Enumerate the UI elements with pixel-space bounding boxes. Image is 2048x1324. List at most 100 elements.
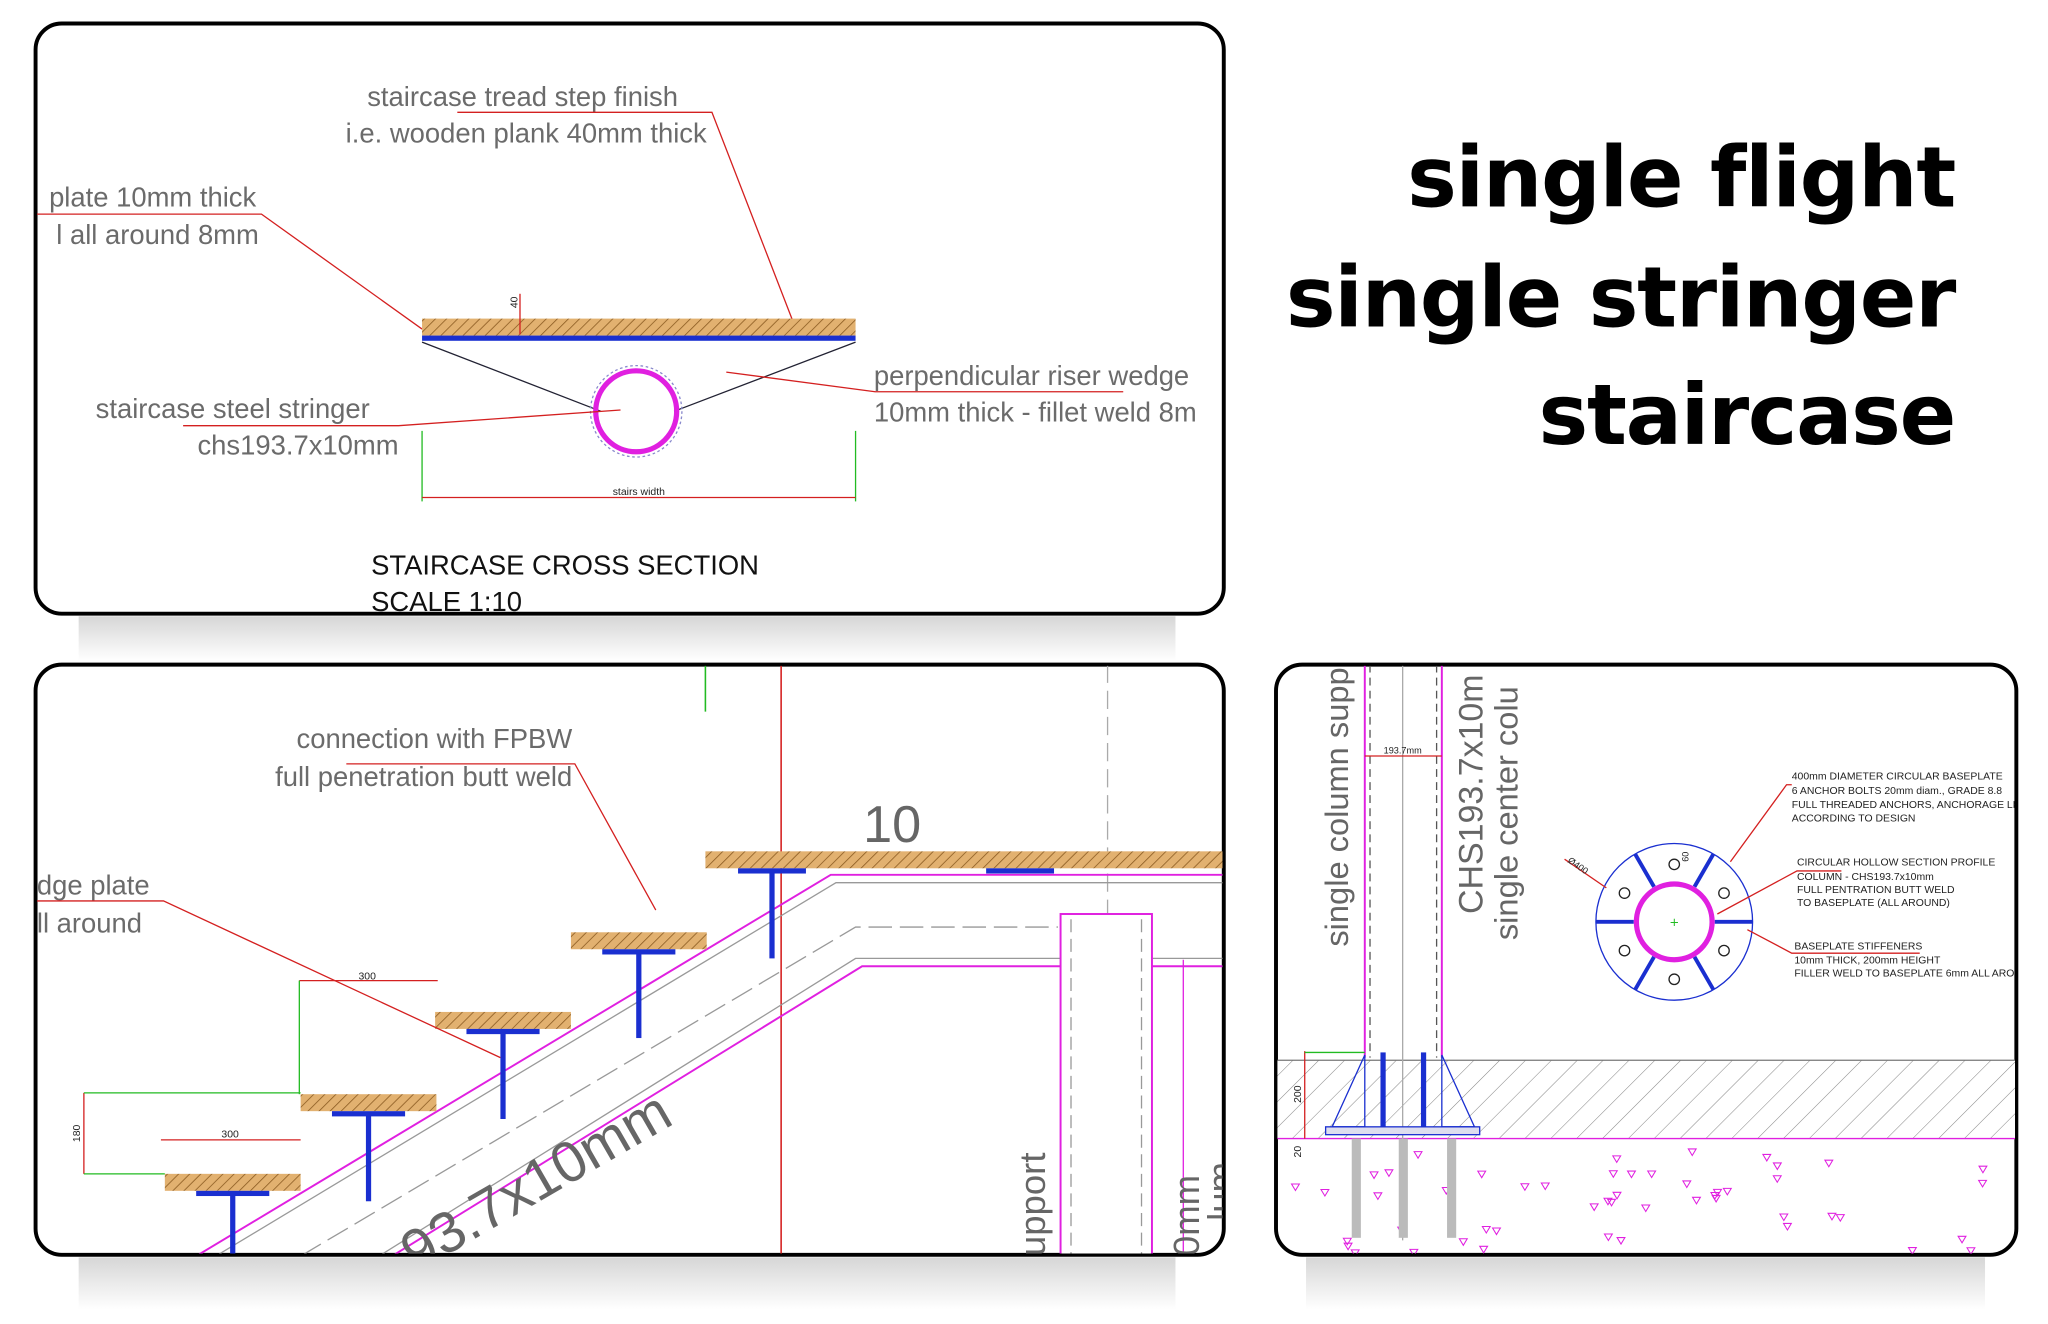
aggregate-mark (1373, 1192, 1383, 1201)
aggregate-mark (1350, 1249, 1361, 1254)
note-line: ACCORDING TO DESIGN (1792, 813, 1916, 824)
aggregate-mark (1616, 1237, 1626, 1246)
anchor-bolt (1351, 1138, 1361, 1238)
anchor-bolt (1447, 1138, 1457, 1238)
stringer-label: staircase steel stringer (96, 393, 370, 424)
tread-plate (986, 868, 1055, 874)
stiffener (1420, 1052, 1427, 1127)
aggregate-mark (1290, 1183, 1301, 1192)
aggregate-mark (1827, 1212, 1837, 1221)
note-line: BASEPLATE STIFFENERS (1794, 941, 1922, 952)
aggregate-mark (1343, 1242, 1353, 1251)
wooden-tread (422, 318, 856, 336)
aggregate-mark (1540, 1182, 1551, 1191)
dim-line (1564, 858, 1607, 889)
stiffener (1441, 1054, 1476, 1128)
leader-line (457, 111, 794, 322)
anchor-bolt-plan (1668, 973, 1681, 986)
column-plan (1633, 881, 1715, 963)
aggregate-mark (1646, 1170, 1657, 1179)
tread-label-sub: i.e. wooden plank 40mm thick (346, 117, 707, 148)
aggregate-mark (1409, 1248, 1419, 1254)
leader-line (1729, 784, 1792, 863)
aggregate-mark (1835, 1214, 1846, 1223)
aggregate-mark (1384, 1169, 1394, 1178)
cross-section-drawing: staircase tread step finish i.e. wooden … (36, 81, 1197, 617)
dim-diameter: 193.7mm (1384, 745, 1422, 755)
stringer-axis (300, 926, 1058, 1254)
panel-shadow (78, 1257, 1176, 1310)
anchor-bolt (1398, 1138, 1408, 1238)
note-line: FULL PENTRATION BUTT WELD (1797, 885, 1955, 896)
aggregate-mark (1481, 1225, 1492, 1235)
landing (705, 851, 1223, 869)
tread-plate (331, 1111, 406, 1117)
riser-label-sub: 10mm thick - fillet weld 8m (874, 397, 1197, 428)
stiffener (1692, 955, 1716, 991)
aggregate-mark (1711, 1194, 1721, 1203)
stiffener (1692, 853, 1716, 888)
aggregate-mark (1478, 1245, 1489, 1254)
aggregate-mark (1978, 1165, 1988, 1174)
dim-going: 300 (221, 1129, 239, 1140)
column-text: lum (1200, 1162, 1241, 1221)
note-line: COLUMN - CHS193.7x10mm (1797, 872, 1934, 883)
aggregate-mark (1778, 1213, 1789, 1222)
aggregate-mark (1761, 1153, 1772, 1162)
aggregate-mark (1589, 1203, 1600, 1212)
aggregate-mark (1342, 1237, 1353, 1246)
aggregate-mark (1611, 1155, 1622, 1164)
aggregate-mark (1823, 1159, 1834, 1168)
anchor-bolt-plan (1618, 887, 1631, 899)
note-line: TO BASEPLATE (ALL AROUND) (1797, 898, 1950, 909)
stiffener (1331, 1054, 1366, 1128)
wedge-label-sub: ll around (37, 907, 142, 938)
tread-plate (196, 1190, 270, 1197)
anchor-bolt-plan (1718, 944, 1730, 957)
anchor-bolt-plan (1668, 858, 1681, 871)
column (1059, 913, 1153, 1254)
tread (164, 1173, 301, 1191)
dim-height: 200 (1293, 1085, 1304, 1103)
riser-post (636, 953, 642, 1039)
aggregate-mark (1772, 1162, 1783, 1171)
column-text: 0mm (1166, 1175, 1207, 1256)
note-line: FILLER WELD TO BASEPLATE 6mm ALL AROUN (1794, 969, 2029, 980)
tread (300, 1094, 437, 1112)
note-line: 6 ANCHOR BOLTS 20mm diam., GRADE 8.8 (1792, 786, 2003, 797)
leader-line (183, 409, 621, 427)
riser-post (230, 1194, 236, 1254)
aggregate-mark (1491, 1227, 1502, 1236)
drawing-scale: SCALE 1:10 (371, 586, 522, 617)
aggregate-mark (1603, 1233, 1614, 1242)
plate-label-sub: l all around 8mm (56, 219, 259, 250)
aggregate-mark (1640, 1204, 1651, 1213)
aggregate-mark (1413, 1151, 1423, 1160)
column-profile-text: CHS193.7x10m (1452, 674, 1490, 914)
riser-wedge (421, 341, 602, 412)
plate-label: plate 10mm thick (49, 181, 256, 212)
base-detail-drawing: 193.7mm single column supp CHS193.7x10m … (1277, 665, 2029, 1254)
leader-line (36, 900, 501, 1059)
stiffener-notes: BASEPLATE STIFFENERS 10mm THICK, 200mm H… (1794, 941, 2029, 980)
stringer-top-inner (215, 882, 1223, 1254)
panel-shadow (78, 616, 1176, 661)
note-line: FULL THREADED ANCHORS, ANCHORAGE LEN (1792, 800, 2027, 811)
panel-shadow (1306, 1257, 1986, 1310)
aggregate-mark (1691, 1196, 1702, 1205)
profile-notes: CIRCULAR HOLLOW SECTION PROFILE COLUMN -… (1797, 858, 1995, 909)
aggregate-mark (1687, 1148, 1698, 1157)
wedge-label: dge plate (37, 869, 150, 900)
riser-post (769, 872, 775, 959)
leader-line (346, 763, 657, 911)
steel-plate (422, 335, 856, 341)
tread-plate (602, 949, 676, 955)
aggregate-mark (1957, 1235, 1967, 1244)
weld (589, 364, 683, 458)
column-center-text: single center colu (1488, 686, 1525, 940)
title-line: staircase (1539, 366, 1955, 464)
floor-hatch (1277, 1060, 2016, 1139)
aggregate-mark (1722, 1187, 1733, 1196)
leader-line (36, 213, 423, 330)
